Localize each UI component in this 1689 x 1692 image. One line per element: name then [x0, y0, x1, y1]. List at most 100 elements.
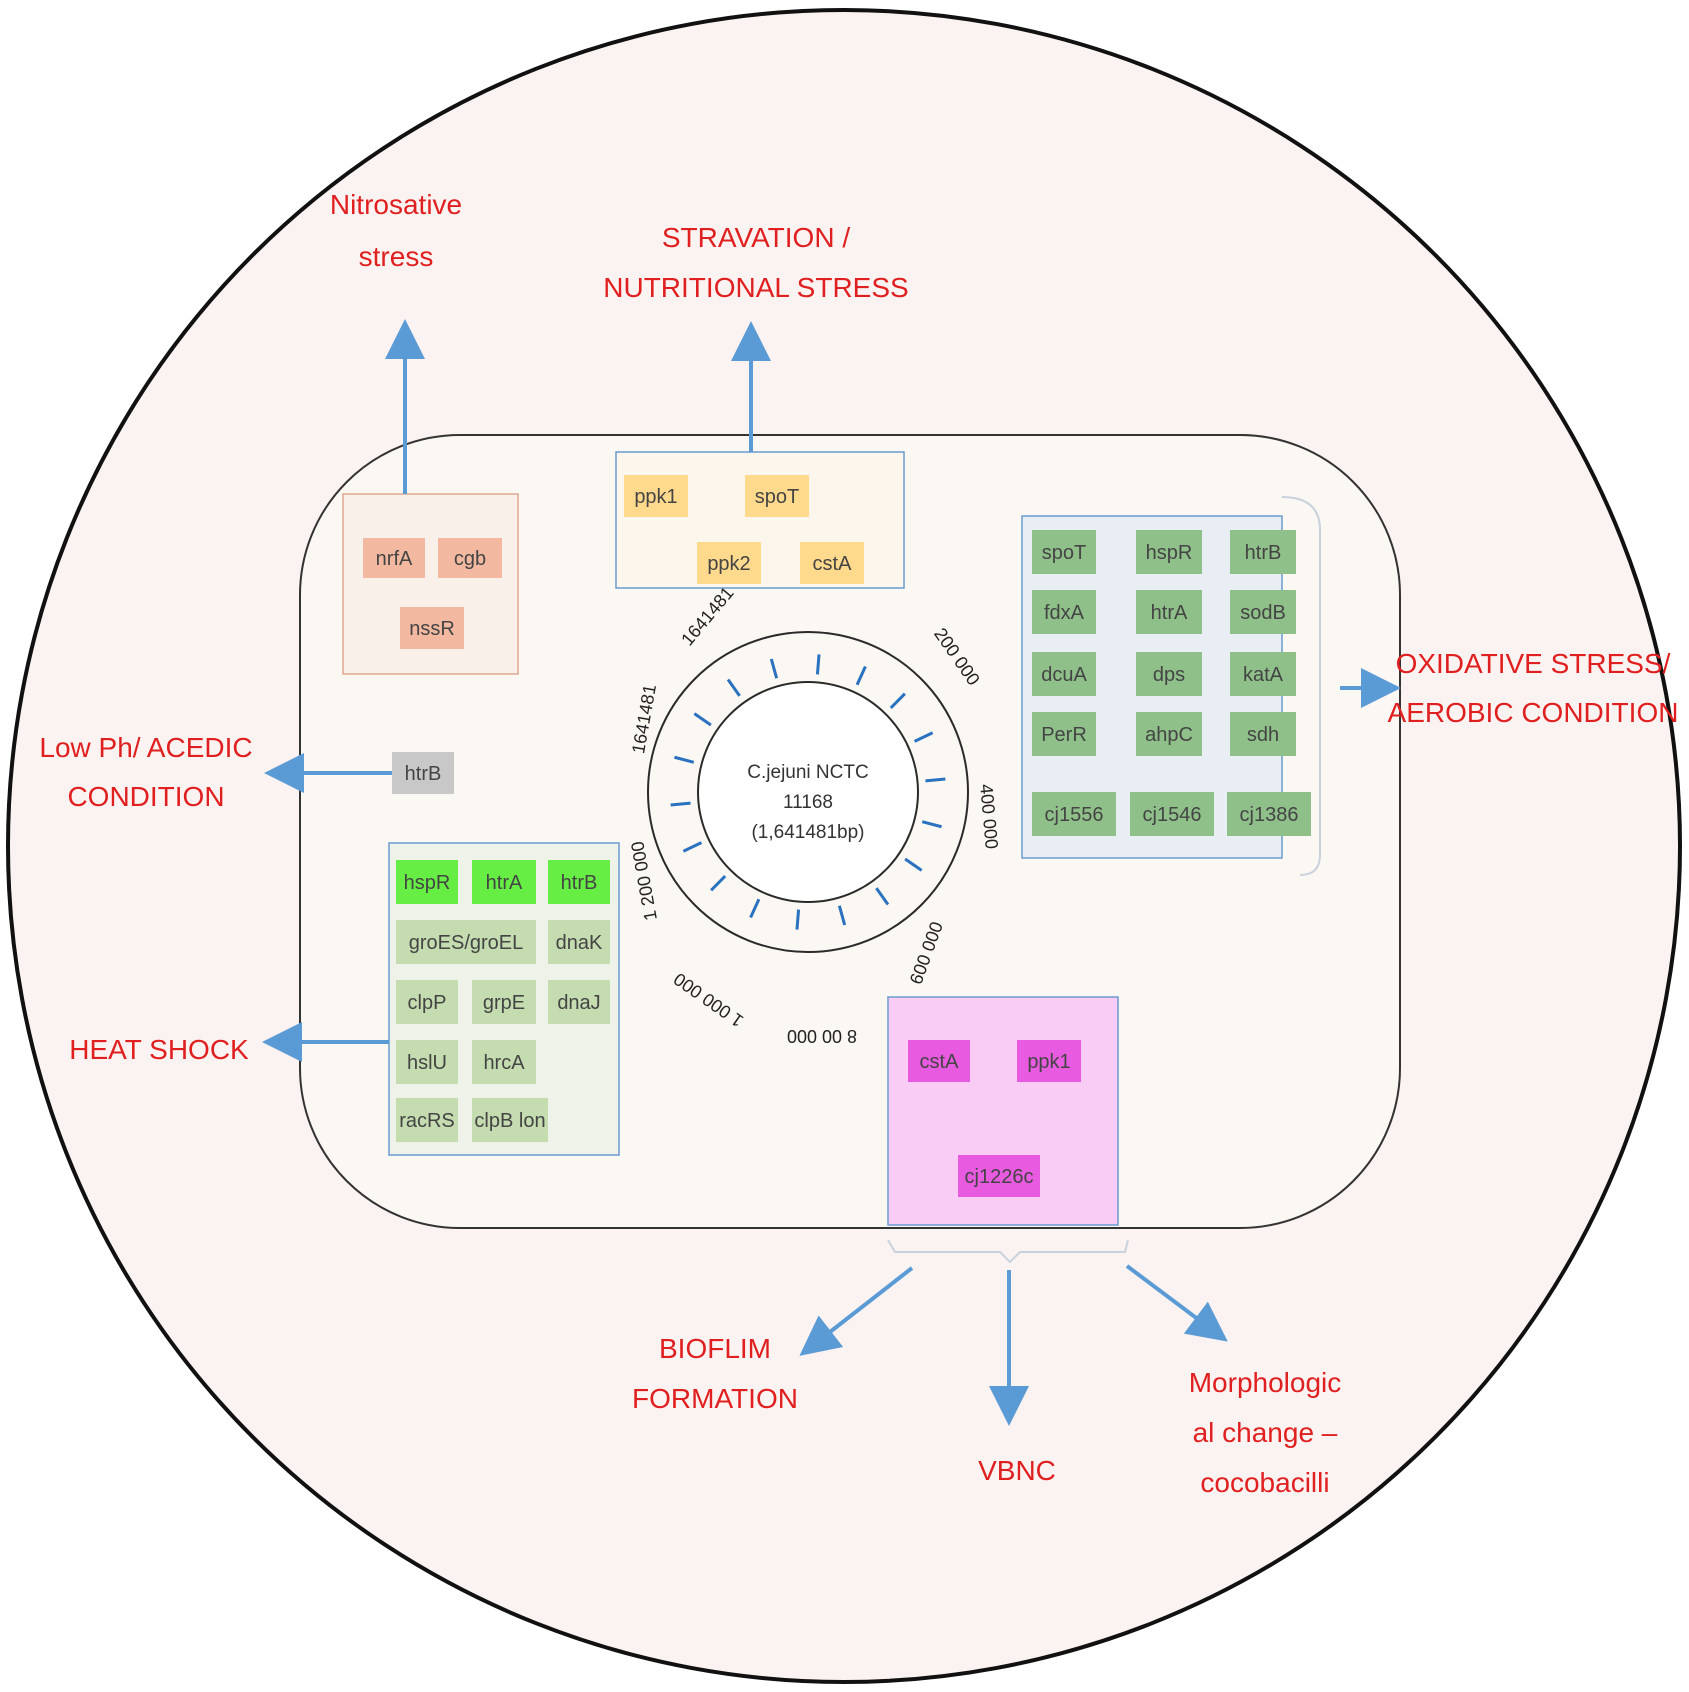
genome-tick [913, 731, 934, 743]
gene-label: groES/groEL [409, 932, 524, 954]
genome-tick [693, 712, 712, 727]
genome-tick [749, 898, 761, 919]
gene-box [396, 860, 458, 904]
gene-box-spoT [745, 475, 809, 517]
gene-label: cj1556 [1045, 804, 1104, 826]
gene-label: dps [1153, 664, 1185, 686]
gene-box [1136, 530, 1202, 574]
biofilm-arrow [799, 1266, 914, 1356]
gene-box [1032, 792, 1116, 836]
gene-label: hspR [404, 872, 451, 894]
gene-box [396, 980, 458, 1024]
gene-box [396, 920, 536, 964]
gene-box-cstA-vbnc [908, 1040, 970, 1082]
heat-gene-grid: hspR htrA htrB groES/groEL dnaK clpP grpE dnaJ h… [396, 860, 610, 1142]
genome-strain: 11168 [783, 792, 833, 813]
gene-box [1032, 590, 1096, 634]
genome-tick [904, 857, 923, 872]
gene-box [1032, 530, 1096, 574]
acid-label-line1: Low Ph/ ACEDIC [39, 732, 252, 763]
nitrosative-label-line2: stress [359, 241, 434, 272]
gene-box [472, 1040, 536, 1084]
gene-label: cgb [454, 548, 486, 570]
genome-tick [769, 658, 779, 679]
genome-coordinate: 8 00 000 [787, 1026, 857, 1046]
gene-label: dnaK [556, 932, 603, 954]
gene-box [396, 1098, 458, 1142]
nitrosative-label-line1: Nitrosative [330, 189, 462, 220]
starvation-group: ppk1 spoT ppk2 cstA STRAVATION / NUTRITI… [603, 222, 909, 589]
gene-label: nrfA [376, 548, 413, 570]
gene-label: cj1386 [1240, 804, 1299, 826]
gene-box [548, 920, 610, 964]
gene-box-ppk2 [697, 542, 761, 584]
genome-tick [875, 887, 890, 906]
gene-label: hslU [407, 1052, 447, 1074]
gene-label: ahpC [1145, 724, 1193, 746]
gene-label: cstA [920, 1051, 960, 1073]
gene-label: grpE [483, 992, 525, 1014]
genome-size: (1,641481bp) [751, 822, 864, 843]
gene-label: sodB [1240, 602, 1286, 624]
gene-label: dnaJ [557, 992, 600, 1014]
gene-box [472, 1098, 548, 1142]
gene-box-cgb [438, 538, 502, 578]
starvation-label-line2: NUTRITIONAL STRESS [603, 272, 908, 303]
starvation-label-line1: STRAVATION / [662, 222, 850, 253]
gene-label: htrA [486, 872, 523, 894]
gene-label: clpP [408, 992, 447, 1014]
acid-group: htrB Low Ph/ ACEDIC CONDITION [39, 732, 454, 812]
genome-tick [855, 665, 867, 686]
gene-label: clpB lon [474, 1110, 545, 1132]
vbnc-label: VBNC [978, 1455, 1056, 1486]
genome-inner-ring [697, 681, 919, 903]
genome-name: C.jejuni NCTC [747, 762, 868, 783]
gene-box [548, 980, 610, 1024]
gene-label: cj1546 [1143, 804, 1202, 826]
genome-tick [682, 841, 703, 853]
heat-group: hspR htrA htrB groES/groEL dnaK clpP grpE dnaJ h… [69, 842, 620, 1156]
vbnc-brace [887, 1239, 1129, 1264]
genome-tick [925, 777, 946, 783]
gene-label: htrB [561, 872, 598, 894]
genome-ticks [670, 654, 946, 930]
oxidative-label-line1: OXIDATIVE STRESS/ [1396, 648, 1671, 679]
gene-label: PerR [1041, 724, 1087, 746]
morphology-label-line1: Morphologic [1189, 1367, 1342, 1398]
gene-box [1230, 590, 1296, 634]
genome-tick [921, 820, 942, 829]
gene-label: spoT [1042, 542, 1086, 564]
genome-tick [726, 678, 741, 697]
genome-tick [674, 755, 695, 764]
genome-tick [710, 874, 727, 892]
genome-outer-ring [647, 631, 969, 953]
gene-label: dcuA [1041, 664, 1087, 686]
gene-box [472, 860, 536, 904]
gene-box [1136, 652, 1202, 696]
gene-label: ppk1 [634, 486, 677, 508]
gene-box [1032, 712, 1096, 756]
gene-label: sdh [1247, 724, 1279, 746]
genome-tick [889, 692, 906, 710]
gene-box [396, 1040, 458, 1084]
vbnc-panel [887, 996, 1119, 1226]
gene-box [1136, 712, 1202, 756]
gene-label: ppk2 [707, 553, 750, 575]
genome-tick [670, 801, 691, 807]
morphology-label-line3: cocobacilli [1200, 1467, 1329, 1498]
oxidative-brace [1281, 496, 1321, 876]
gene-label: cj1226c [965, 1166, 1034, 1188]
gene-label: fdxA [1044, 602, 1085, 624]
gene-box-ppk1 [624, 475, 688, 517]
morphology-arrow [1125, 1264, 1228, 1342]
biofilm-label-line2: FORMATION [632, 1383, 798, 1414]
biofilm-label-line1: BIOFLIM [659, 1333, 771, 1364]
gene-label: htrA [1151, 602, 1188, 624]
gene-box [1032, 652, 1096, 696]
genome-tick [815, 654, 821, 675]
gene-label: nssR [409, 618, 455, 640]
vbnc-group: cstA ppk1 cj1226c BIOFLIM FORMATION VBNC… [632, 996, 1342, 1498]
gene-label: racRS [399, 1110, 455, 1132]
